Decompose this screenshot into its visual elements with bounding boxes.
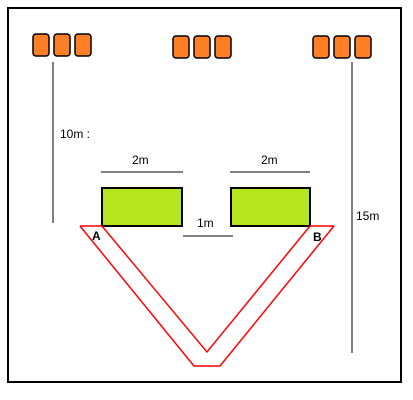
floodlight-group-right (312, 35, 372, 59)
block-right-width-label: 2m (261, 153, 278, 167)
block-left (101, 187, 183, 227)
floodlight-icon (172, 35, 190, 59)
pole-right-height-label: 15m (356, 209, 379, 223)
floodlight-icon (193, 35, 211, 59)
floodlight-icon (214, 35, 232, 59)
point-b-label: B (313, 230, 322, 244)
outer-frame (7, 7, 402, 383)
floodlight-icon (74, 33, 92, 57)
floodlight-icon (53, 33, 71, 57)
v-path (79, 225, 335, 367)
block-left-width-label: 2m (132, 153, 149, 167)
floodlight-group-left (32, 33, 92, 57)
gap-width-label: 1m (197, 216, 214, 230)
floodlight-group-center (172, 35, 232, 59)
v-path-inner (101, 225, 311, 354)
floodlight-icon (333, 35, 351, 59)
v-path-outer (79, 225, 335, 367)
point-a-label: A (92, 229, 101, 243)
floodlight-icon (354, 35, 372, 59)
block-right (230, 187, 311, 227)
floodlight-icon (312, 35, 330, 59)
floodlight-icon (32, 33, 50, 57)
pole-left-height-label: 10m : (60, 127, 90, 141)
